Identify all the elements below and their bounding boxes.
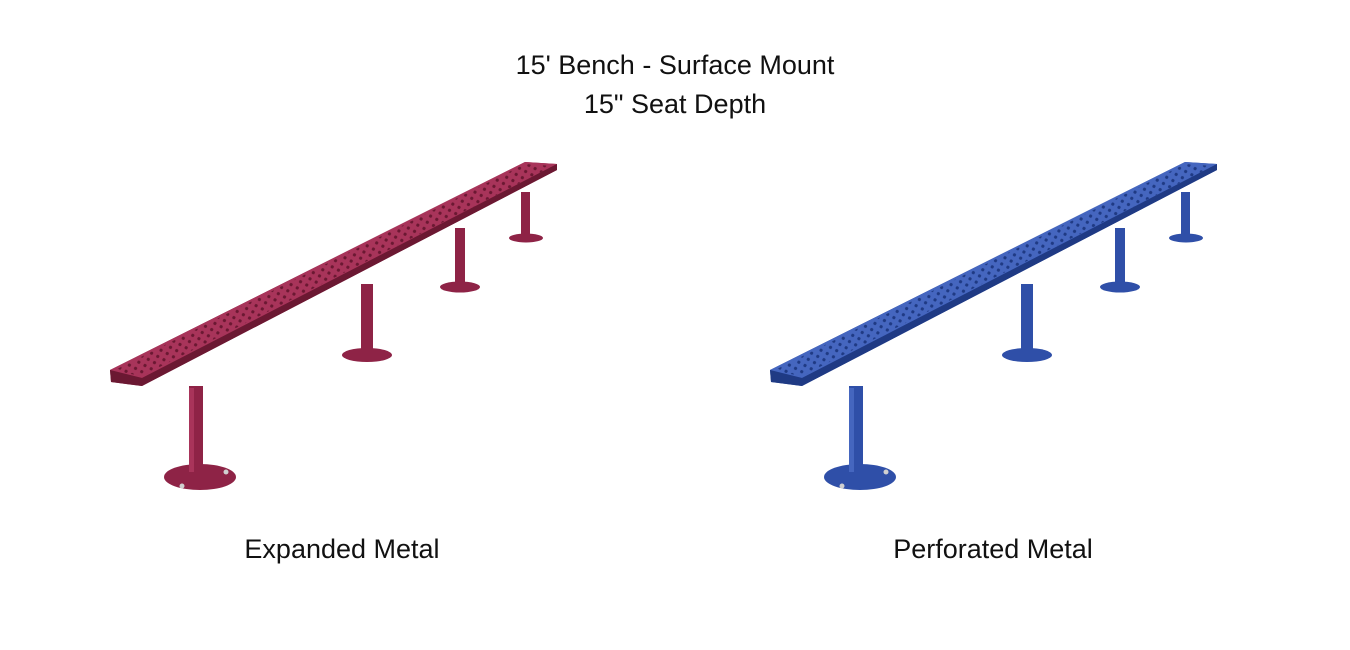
bench-image-perforated-metal (765, 150, 1235, 510)
bench-image-expanded-metal (105, 150, 575, 510)
bench-illustration (770, 162, 1217, 490)
page-title: 15' Bench - Surface Mount (515, 50, 835, 80)
bench-illustration (110, 162, 557, 490)
page-subtitle: 15" Seat Depth (583, 89, 767, 119)
caption-perforated-metal: Perforated Metal (893, 534, 1093, 564)
caption-expanded-metal: Expanded Metal (244, 534, 440, 564)
